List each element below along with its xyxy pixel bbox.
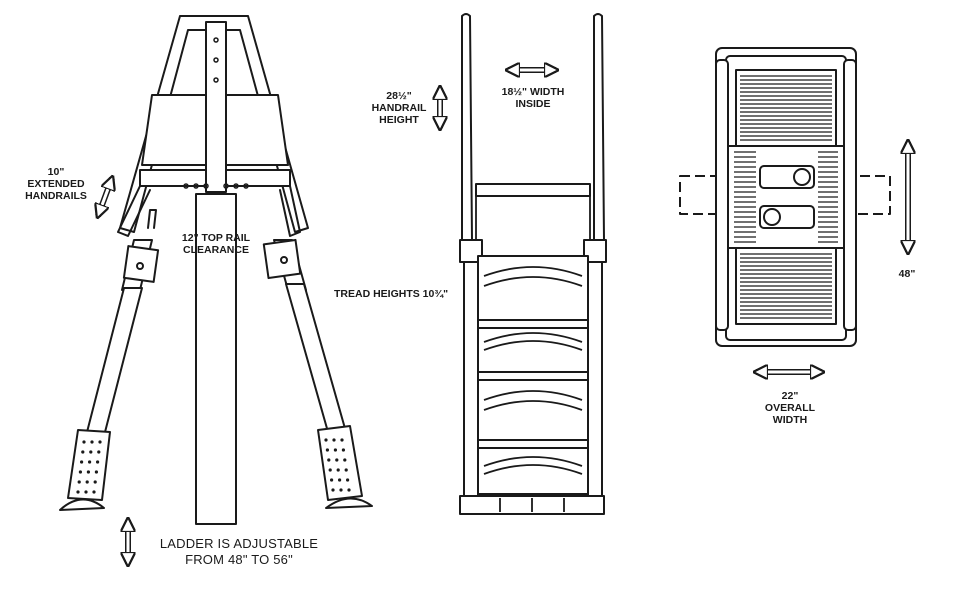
foot-hole xyxy=(85,480,89,484)
foot-hole xyxy=(338,478,342,482)
foot-hole xyxy=(81,450,85,454)
foot-hole xyxy=(336,468,340,472)
foot-hole xyxy=(340,438,344,442)
tread-1 xyxy=(477,255,589,321)
tread-3 xyxy=(477,379,589,441)
foot-hole xyxy=(78,470,82,474)
handrail-left xyxy=(461,13,473,241)
foot-hole xyxy=(328,468,332,472)
width-inside-label: 18½" WIDTH INSIDE xyxy=(501,86,565,110)
foot-hole xyxy=(82,440,86,444)
foot-hole xyxy=(327,458,331,462)
foot-hole xyxy=(76,490,80,494)
foot-hole xyxy=(332,438,336,442)
foot-hole xyxy=(339,488,343,492)
handrail-frame xyxy=(119,15,309,233)
foot-hole xyxy=(96,460,100,464)
adjustable-label: LADDER IS ADJUSTABLE FROM 48" TO 56" xyxy=(159,536,319,567)
foot-hole xyxy=(335,458,339,462)
foot-hole xyxy=(84,490,88,494)
foot-hole xyxy=(89,450,93,454)
foot-hole xyxy=(333,448,337,452)
foot-hole xyxy=(77,480,81,484)
foot-hole xyxy=(344,468,348,472)
foot-hole xyxy=(324,438,328,442)
foot-hole xyxy=(341,448,345,452)
foot-hole xyxy=(343,458,347,462)
foot-sleeve-right xyxy=(317,425,363,501)
foot-hole xyxy=(97,450,101,454)
foot-hole xyxy=(346,478,350,482)
foot-hole xyxy=(93,480,97,484)
foot-hole xyxy=(88,460,92,464)
handrail-height-label: 28½" HANDRAIL HEIGHT xyxy=(371,90,427,126)
top-crossbar xyxy=(475,183,591,197)
foot-hole xyxy=(90,440,94,444)
foot-hole xyxy=(92,490,96,494)
length-48-label: 48" xyxy=(898,268,916,280)
foot-hole xyxy=(347,488,351,492)
overall-width-label: 22" OVERALL WIDTH xyxy=(764,390,816,426)
tread-2 xyxy=(477,327,589,373)
panel-right-top xyxy=(225,94,289,166)
foot-hole xyxy=(94,470,98,474)
panel-left-top xyxy=(141,94,207,166)
handrail-right xyxy=(593,13,605,241)
tread-heights-label: TREAD HEIGHTS 10¾" xyxy=(334,288,449,300)
foot-hole xyxy=(325,448,329,452)
top-rail-post xyxy=(195,193,237,525)
foot-hole xyxy=(80,460,84,464)
foot-hole xyxy=(330,478,334,482)
foot-hole xyxy=(331,488,335,492)
foot-hole xyxy=(86,470,90,474)
extended-handrails-label: 10" EXTENDED HANDRAILS xyxy=(25,166,87,202)
top-rail-clearance-label: 12" TOP RAIL CLEARANCE xyxy=(181,232,251,256)
foot-hole xyxy=(98,440,102,444)
